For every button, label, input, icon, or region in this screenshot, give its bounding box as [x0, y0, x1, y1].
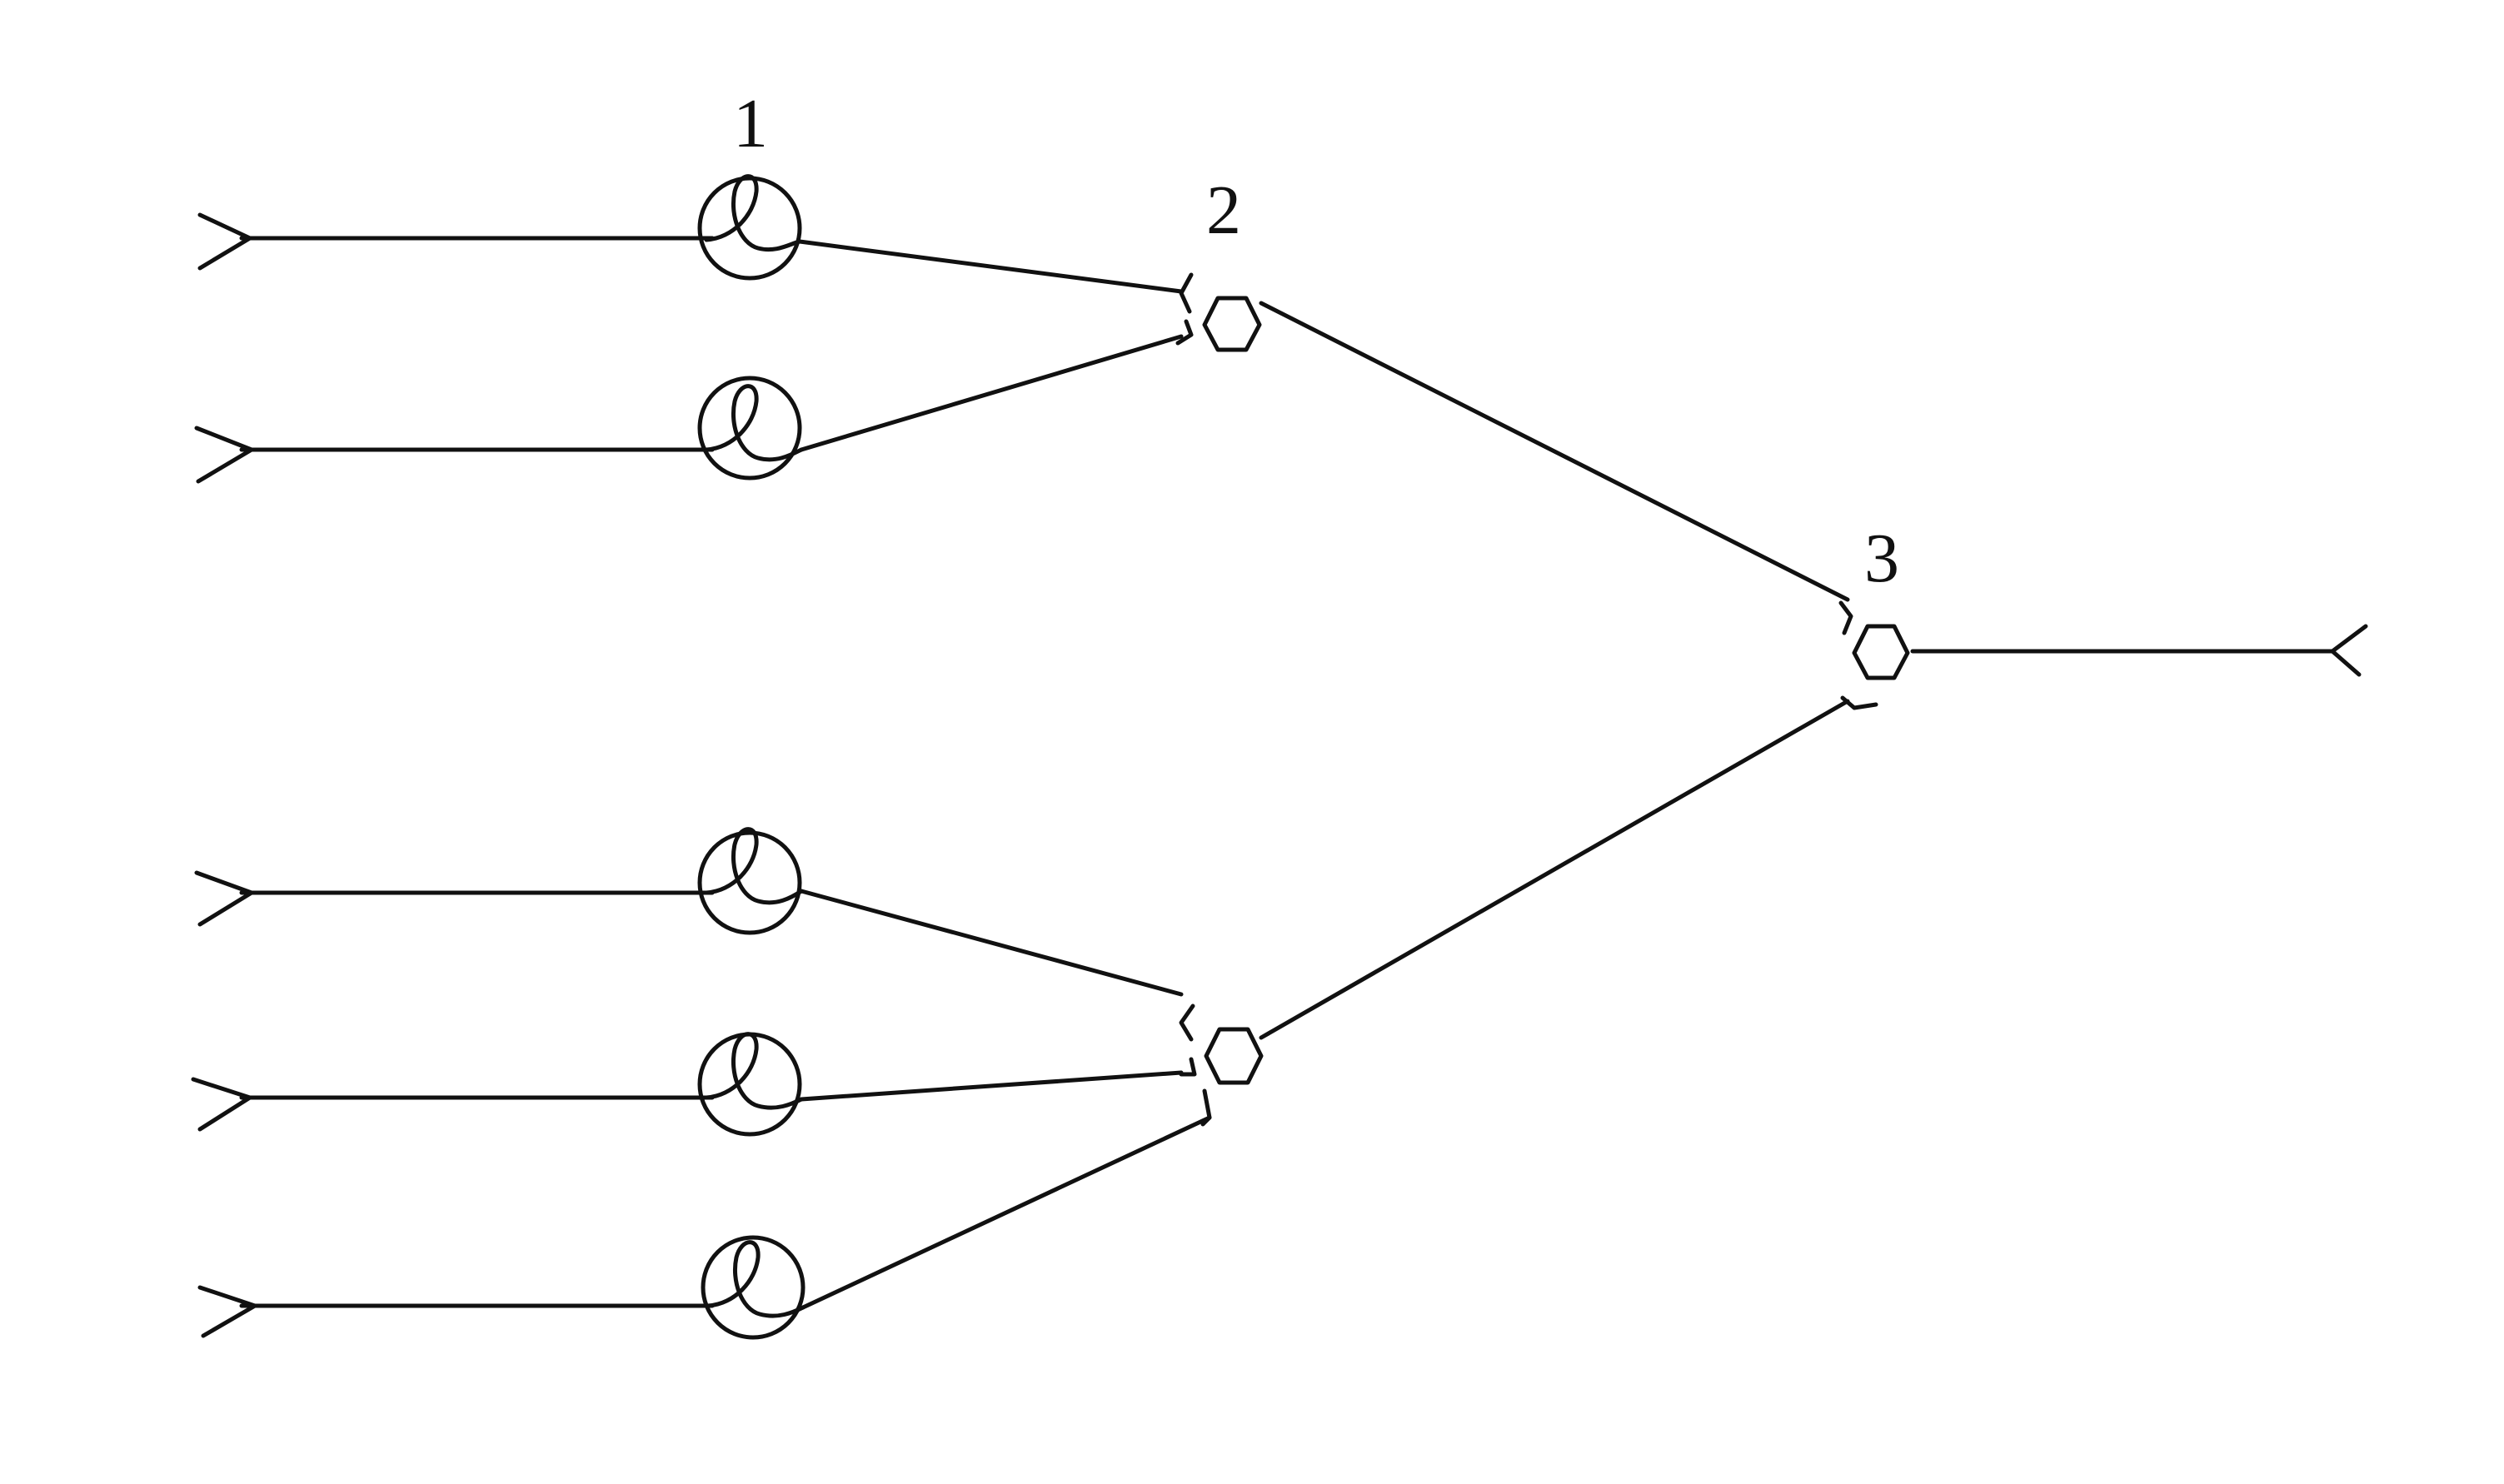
input-wire-2 [194, 426, 715, 484]
merge-node-final [1838, 600, 1910, 710]
merge-node-bottom [1179, 1003, 1264, 1127]
edge-in4-to-merge-bottom [799, 1070, 1184, 1102]
node-3-label: 3 [1864, 520, 1899, 597]
tick-mark [1175, 319, 1194, 346]
tick-mark [1179, 272, 1194, 314]
node-2-label: 2 [1206, 172, 1241, 249]
loop-in-circle-icon [697, 827, 804, 935]
merge-wires [797, 239, 2368, 1310]
loop-in-circle-icon [697, 376, 804, 481]
loop-in-circle-icon [697, 174, 802, 281]
input-wire-3 [194, 870, 715, 927]
input-nodes [697, 174, 806, 1340]
merge-node-top [1175, 272, 1262, 352]
tick-mark [1200, 1088, 1212, 1127]
hexagon-icon [1204, 1027, 1264, 1085]
edge-in3-to-merge-bottom [799, 889, 1184, 997]
edge-in2-to-merge-top [799, 334, 1184, 452]
loop-in-circle-icon [697, 1032, 804, 1137]
hexagon-icon [1202, 296, 1262, 352]
loop-in-circle-icon [701, 1235, 806, 1340]
tick-mark [1840, 695, 1878, 710]
edge-in1-to-merge-top [797, 239, 1184, 294]
tick-mark [1179, 1003, 1195, 1042]
tick-mark [1179, 1057, 1197, 1077]
arrowhead-icon [197, 212, 252, 271]
arrowhead-icon [2330, 624, 2368, 677]
hexagon-icon [1852, 624, 1910, 680]
edge-merge-bottom-to-node3 [1259, 699, 1850, 1040]
arrowhead-icon [194, 426, 254, 484]
arrowhead-icon [197, 1285, 257, 1338]
input-wire-1 [197, 212, 715, 271]
arrowhead-icon [191, 1077, 252, 1132]
node-1-label: 1 [733, 85, 768, 162]
input-wire-4 [191, 1077, 715, 1132]
input-wires [191, 212, 715, 1338]
edge-in5-to-merge-bottom [801, 1115, 1212, 1310]
tick-mark [1838, 600, 1853, 635]
edge-merge-top-to-node3 [1259, 301, 1850, 602]
input-wire-5 [197, 1285, 715, 1338]
arrowhead-icon [194, 870, 254, 927]
